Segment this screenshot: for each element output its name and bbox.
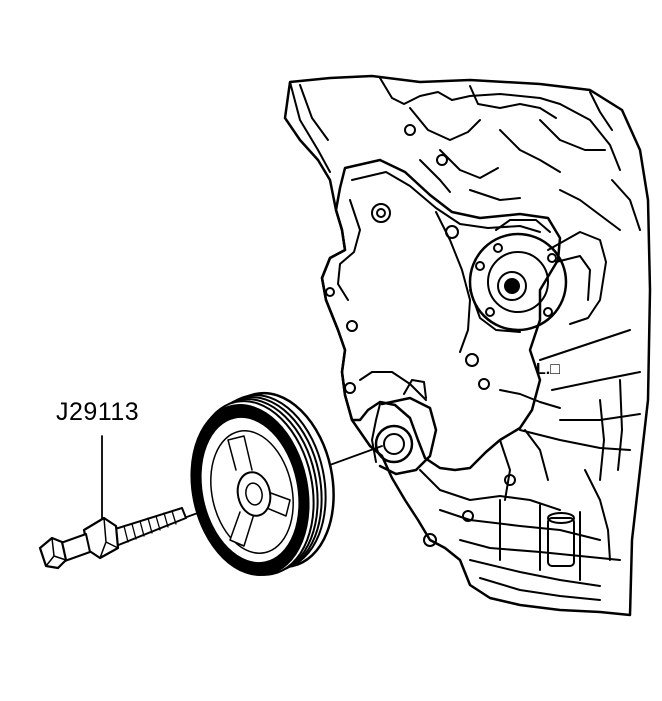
bolt-holes [326, 125, 515, 546]
engine-outline [285, 76, 650, 615]
crank-seal [372, 380, 436, 474]
engine-block: L.□ [285, 76, 650, 615]
crankshaft-balancer [176, 382, 349, 586]
tool-label: J29113 [56, 398, 140, 426]
water-pump [470, 220, 606, 332]
engine-marking: L.□ [536, 361, 560, 378]
threaded-rod [112, 508, 186, 546]
installer-tool [40, 436, 186, 568]
timing-cover [322, 160, 560, 470]
